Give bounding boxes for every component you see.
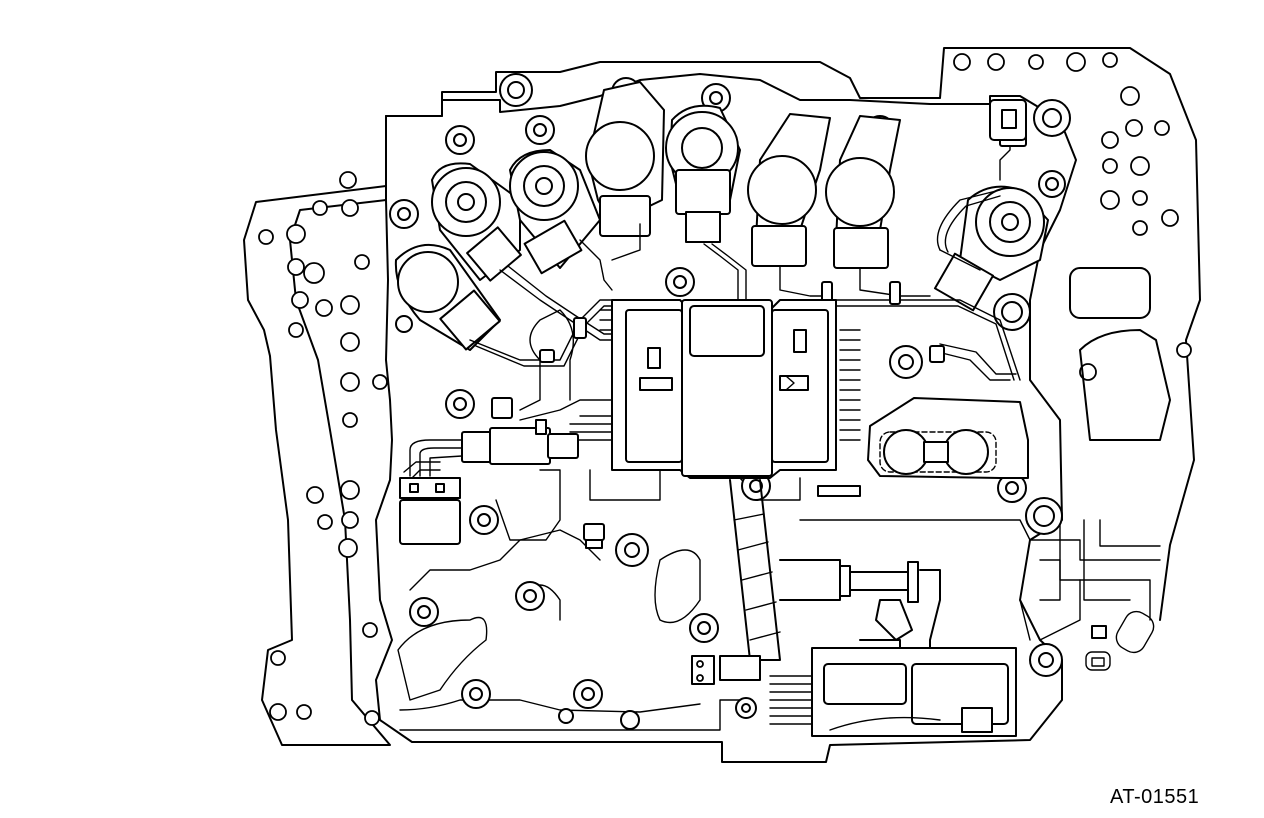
solenoid-3: [509, 149, 601, 275]
bolt: [445, 389, 475, 419]
bolt: [409, 597, 439, 627]
lower-harness-lead: [729, 479, 941, 661]
bolt: [445, 125, 475, 155]
solenoid-8: [933, 185, 1049, 312]
bolt: [615, 533, 649, 567]
right-sensor-block: [867, 397, 1029, 479]
bolt: [1029, 643, 1063, 677]
bolt: [1025, 497, 1063, 535]
solenoid-1: [394, 243, 501, 351]
bolt: [558, 708, 574, 724]
right-plate-holes: [953, 52, 1192, 381]
bottom-connector-assembly: [691, 647, 1017, 737]
bolt: [1033, 99, 1071, 137]
solenoid-valves: [394, 81, 1049, 351]
solenoid-2: [431, 162, 522, 282]
solenoid-5: [665, 104, 741, 243]
bolt: [389, 199, 419, 229]
solenoid-7: [825, 115, 901, 269]
main-connectors: [599, 299, 861, 497]
left-plate-holes: [258, 171, 388, 726]
main-valve-body: [375, 73, 1161, 763]
bolt: [461, 679, 491, 709]
solenoid-6: [747, 113, 831, 267]
bolt: [735, 697, 757, 719]
bolt: [1038, 170, 1066, 198]
bolt: [889, 345, 923, 379]
left-external-connector: [399, 419, 579, 545]
bolt: [665, 267, 695, 297]
wiring-harness: [403, 109, 1021, 481]
misc-features: [583, 523, 1107, 639]
bolt: [573, 679, 603, 709]
bolt: [620, 710, 640, 730]
solenoid-4: [585, 81, 665, 237]
bolt: [499, 73, 533, 107]
valve-body-bolts: [389, 73, 1071, 730]
harness-clips: [491, 99, 1027, 459]
bolt: [525, 115, 555, 145]
right-plate-features: [1069, 267, 1171, 671]
bolt: [395, 315, 413, 333]
bolt: [515, 581, 545, 611]
bolt: [993, 293, 1031, 331]
bolt: [689, 613, 719, 643]
bolt: [469, 505, 499, 535]
figure-code: AT-01551: [1110, 786, 1200, 808]
left-separator-plate: [243, 47, 1201, 746]
